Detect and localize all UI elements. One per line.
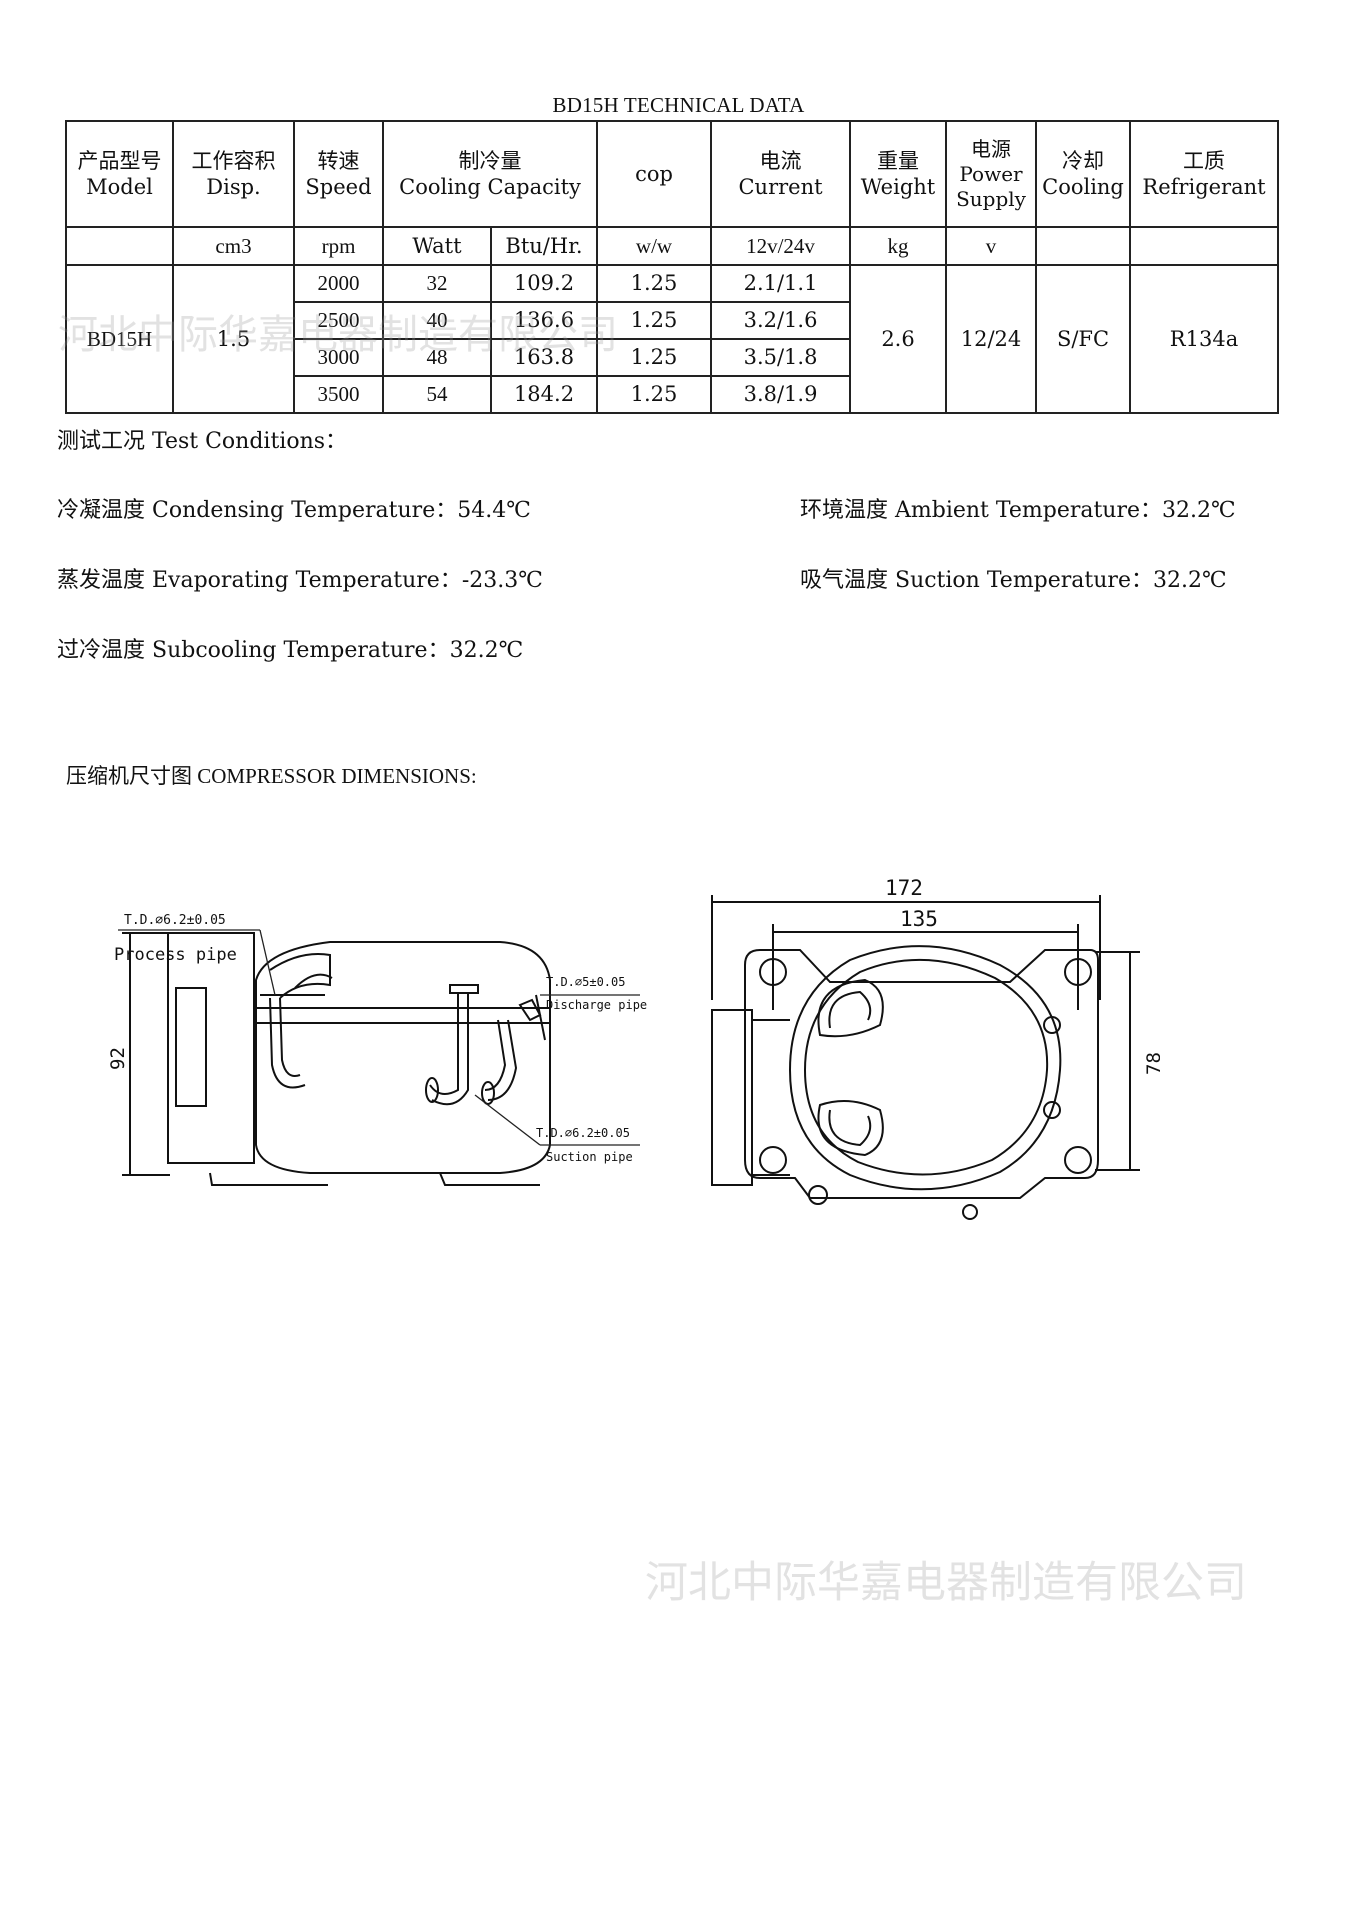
cell-btu: 136.6 [489, 301, 599, 340]
compressor-top-view: 172 135 78 [711, 876, 1160, 1220]
cell-cop: 1.25 [596, 375, 713, 414]
unit-cooling [1035, 226, 1132, 266]
evaporating-label: 蒸发温度 Evaporating Temperature： [57, 568, 462, 593]
suction-td-label: T.D.⌀6.2±0.05 [536, 1126, 630, 1140]
table-row: 3500 54 184.2 1.25 3.8/1.9 [66, 375, 1278, 414]
cell-speed: 3500 [293, 375, 384, 414]
suction-label: 吸气温度 Suction Temperature： [800, 568, 1153, 593]
ambient-label: 环境温度 Ambient Temperature： [800, 498, 1163, 523]
cell-watt: 32 [382, 264, 492, 303]
unit-disp: cm3 [172, 226, 295, 266]
table-row: 2500 40 136.6 1.25 3.2/1.6 [66, 301, 1278, 340]
depth-mount-label: 78 [1143, 1052, 1160, 1075]
cell-model: BD15H [65, 264, 174, 414]
unit-refrigerant [1129, 226, 1280, 266]
condensing-value: 54.4℃ [457, 498, 531, 523]
table-row: 3000 48 163.8 1.25 3.5/1.8 [66, 338, 1278, 377]
cell-btu: 109.2 [489, 264, 599, 303]
subcooling-label: 过冷温度 Subcooling Temperature： [57, 638, 450, 663]
table-units-row: cm3 rpm Watt Btu/Hr. w/w 12v/24v kg v [65, 226, 1280, 266]
discharge-pipe-label: Discharge pipe [546, 998, 647, 1012]
height-dimension-label: 92 [107, 1047, 129, 1070]
unit-power: v [945, 226, 1038, 266]
unit-current: 12v/24v [710, 226, 852, 266]
discharge-td-label: T.D.⌀5±0.05 [546, 975, 625, 989]
cell-refrigerant: R134a [1129, 264, 1280, 414]
subcooling-value: 32.2℃ [449, 638, 524, 663]
cell-disp: 1.5 [172, 264, 295, 414]
cell-power: 12/24 [945, 264, 1038, 414]
process-td-label: T.D.⌀6.2±0.05 [124, 913, 226, 928]
ambient-value: 32.2℃ [1162, 498, 1236, 523]
cell-current: 3.5/1.8 [710, 338, 852, 377]
cell-watt: 40 [382, 301, 492, 340]
header-cop: cop [596, 120, 713, 228]
condensing-label: 冷凝温度 Condensing Temperature： [57, 498, 458, 523]
subcooling-temperature: 过冷温度 Subcooling Temperature：32.2℃ [57, 632, 523, 664]
condensing-temperature: 冷凝温度 Condensing Temperature：54.4℃ [57, 492, 531, 524]
cell-cooling: S/FC [1035, 264, 1132, 414]
cell-speed: 3000 [293, 338, 384, 377]
document-title: BD15H TECHNICAL DATA [552, 93, 805, 117]
cell-current: 3.8/1.9 [710, 375, 852, 414]
cell-speed: 2000 [293, 264, 384, 303]
suction-pipe-label: Suction pipe [546, 1150, 633, 1164]
unit-speed: rpm [293, 226, 384, 266]
cell-watt: 54 [382, 375, 492, 414]
cell-current: 3.2/1.6 [710, 301, 852, 340]
width-total-label: 172 [885, 876, 923, 900]
cell-cop: 1.25 [596, 338, 713, 377]
cell-weight: 2.6 [849, 264, 948, 414]
table-row: BD15H 1.5 2000 32 109.2 1.25 2.1/1.1 2.6… [65, 264, 1280, 414]
test-conditions-heading: 测试工况 Test Conditions： [57, 429, 348, 454]
cell-watt: 48 [382, 338, 492, 377]
unit-btu: Btu/Hr. [489, 226, 599, 266]
unit-model [65, 226, 174, 266]
ambient-temperature: 环境温度 Ambient Temperature：32.2℃ [800, 492, 1236, 524]
dimensions-title: 压缩机尺寸图 COMPRESSOR DIMENSIONS: [66, 764, 477, 788]
suction-temperature: 吸气温度 Suction Temperature：32.2℃ [800, 562, 1227, 594]
width-mount-label: 135 [900, 907, 938, 931]
evaporating-value: -23.3℃ [461, 568, 543, 593]
cell-btu: 163.8 [489, 338, 599, 377]
watermark-bottom: 河北中际华嘉电器制造有限公司 [645, 1558, 1247, 1608]
suction-value: 32.2℃ [1152, 568, 1227, 593]
evaporating-temperature: 蒸发温度 Evaporating Temperature：-23.3℃ [57, 562, 543, 594]
cell-btu: 184.2 [489, 375, 599, 414]
cell-current: 2.1/1.1 [710, 264, 852, 303]
cell-cop: 1.25 [596, 301, 713, 340]
unit-weight: kg [849, 226, 948, 266]
unit-cop: w/w [596, 226, 713, 266]
cell-speed: 2500 [293, 301, 384, 340]
unit-watt: Watt [382, 226, 492, 266]
process-pipe-label: Process pipe [114, 945, 237, 965]
compressor-side-view: T.D.⌀6.2±0.05 Process pipe T.D.⌀5±0.05 D… [107, 913, 647, 1186]
cell-cop: 1.25 [596, 264, 713, 303]
